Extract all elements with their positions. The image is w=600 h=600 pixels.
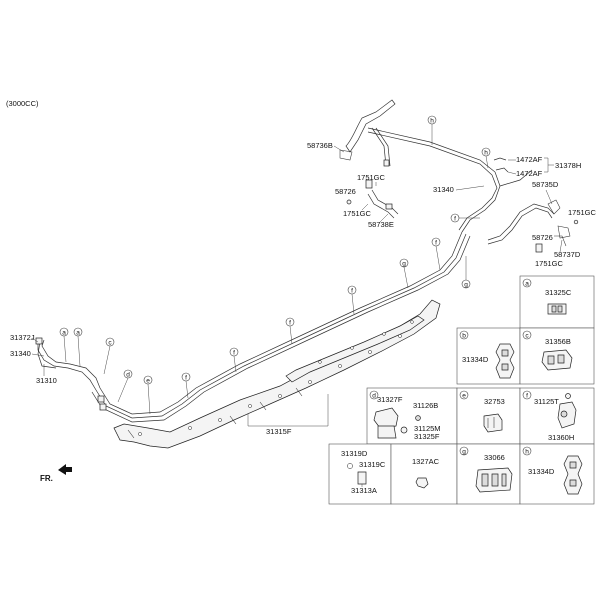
detail-box-c: c 31356B [519,327,595,385]
label-1472AF-a: 1472AF [516,155,543,164]
detail-box-d: d 31327F 31126B 31125M 31325F [366,387,458,445]
label-58737D: 58737D [554,250,581,259]
box-f-part-1: 31125T [534,397,559,406]
detail-box-g: g 33066 [456,443,521,505]
front-label: FR. [40,474,53,483]
label-31340-top: 31340 [433,185,454,194]
front-direction-marker: FR. [40,464,72,483]
detail-box-f: f 31125T 31360H [519,387,595,445]
label-1751GC-c: 1751GC [568,208,597,217]
label-31340-left: 31340 [10,349,31,358]
label-58736B: 58736B [307,141,333,150]
label-58738E: 58738E [368,220,394,229]
label-1472AF-b: 1472AF [516,169,543,178]
box-f-part-2: 31360H [548,433,574,442]
label-31310: 31310 [36,376,57,385]
callout-f-3: f [289,320,291,327]
part-labels: 58736B 1751GC 58726 1751GC 58738E 31340 … [10,141,597,436]
callout-h-2: h [484,150,488,157]
box-a-letter: a [525,281,529,288]
callout-a-1: a [62,330,66,337]
box-u2-part-1: 1327AC [412,457,440,466]
box-e-part-1: 32753 [484,397,505,406]
detail-box-u1: 31319D 31319C 31313A [328,443,392,505]
under-cover-31315F [113,299,441,449]
box-h-letter: h [525,449,529,456]
front-arrow-icon [58,464,72,475]
callout-f-r1: f [435,240,437,247]
box-d-part-1: 31327F [377,395,403,404]
callout-c-1: c [108,340,112,347]
callout-f-5: f [185,375,187,382]
box-c-letter: c [525,333,529,340]
detail-box-e: e 32753 [456,387,521,445]
engine-label: (3000CC) [6,99,39,108]
box-b-letter: b [462,333,466,340]
callout-d-1: d [126,372,130,379]
box-h-part-1: 31334D [528,467,555,476]
box-d-part-2: 31126B [413,401,438,410]
upper-fuel-line-group [339,99,571,253]
box-c-part-1: 31356B [545,337,571,346]
box-e-letter: e [462,393,466,400]
label-1751GC-d: 1751GC [535,259,564,268]
callout-e-1: e [146,378,150,385]
label-58735D: 58735D [532,180,559,189]
callout-f-top: f [454,216,456,223]
callout-a-2: a [76,330,80,337]
label-31378H: 31378H [555,161,581,170]
box-u1-part-1: 31319D [341,449,368,458]
box-f-letter: f [526,393,528,400]
callout-g-mid: g [402,261,406,268]
callout-group: h h f f g g f f f f a a [59,115,491,415]
label-31372J: 31372J [10,333,35,342]
box-b-part-1: 31334D [462,355,489,364]
box-d-part-4: 31325F [414,432,440,441]
label-58726-a: 58726 [335,187,356,196]
detail-box-h: h 31334D [519,443,595,505]
box-u1-part-2: 31319C [359,460,386,469]
detail-box-u2: 1327AC [390,443,458,505]
box-d-part-3: 31125M [414,424,441,433]
label-58726-b: 58726 [532,233,553,242]
callout-f-4: f [233,350,235,357]
detail-box-a: a 31325C [519,275,595,329]
detail-box-b: b 31334D [456,327,521,385]
box-d-letter: d [372,393,376,400]
box-g-letter: g [462,449,466,456]
box-a-part-1: 31325C [545,288,572,297]
callout-h-1: h [430,118,434,125]
callout-g-right: g [464,282,468,289]
label-1751GC-b: 1751GC [343,209,372,218]
label-31315F: 31315F [266,427,292,436]
box-g-part-1: 33066 [484,453,505,462]
box-u1-part-3: 31313A [351,486,377,495]
callout-f-2: f [351,288,353,295]
label-1751GC-a: 1751GC [357,173,386,182]
